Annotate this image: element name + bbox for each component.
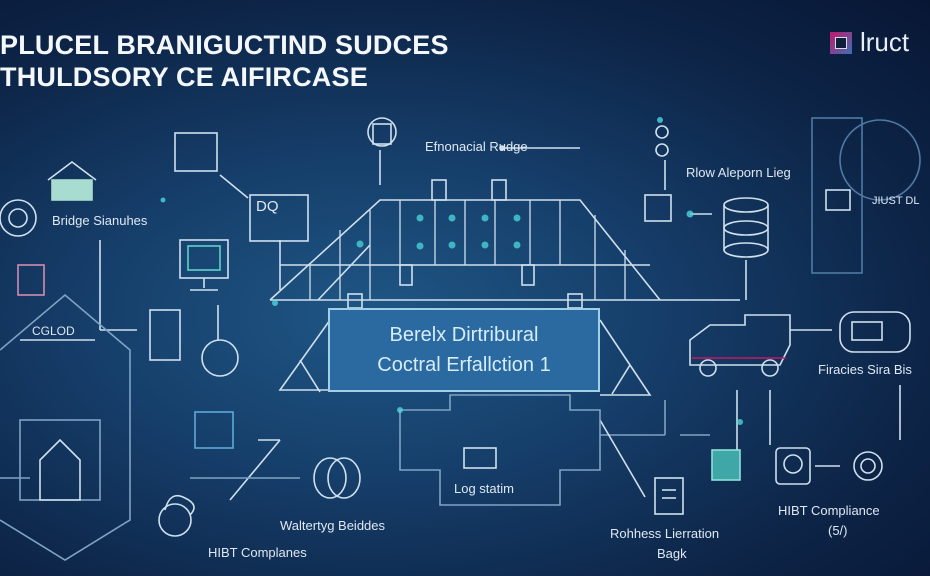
title-line-2: THULDSORY CE AIFIRCASE: [0, 62, 368, 92]
bridge-icon: [269, 179, 661, 396]
label-hibt-compliance-sub: (5/): [828, 523, 848, 538]
logo-mark-icon: [830, 31, 852, 54]
label-dq: DQ: [256, 198, 279, 215]
label-firacies: Firacies Sira Bis: [818, 362, 912, 377]
label-bridge-sianuhes: Bridge Sianuhes: [52, 213, 148, 228]
misc-icons: [0, 117, 921, 537]
label-hibt-compliance: HIBT Compliance: [778, 503, 880, 518]
label-emotional-bridge: Efnonacial Rudge: [425, 139, 528, 154]
label-cglod: CGLOD: [32, 324, 75, 338]
central-line-1: Berelx Dirtribural: [389, 324, 539, 346]
title-line-1: PLUCEL BRANIGUCTIND SUDCES: [0, 30, 449, 60]
central-box: Berelx Dirtribural Coctral Erfallction 1: [328, 308, 600, 392]
label-rlow-aleporn: Rlow Aleporn Lieg: [686, 165, 791, 180]
label-just-dl: JIUST DL: [872, 195, 920, 207]
logo: lruct: [830, 27, 909, 58]
label-rohhess-1: Rohhess Lierration: [610, 526, 720, 541]
label-log-statim: Log statim: [454, 481, 514, 496]
logo-text: lruct: [860, 27, 910, 57]
label-waltertyg: Waltertyg Beiddes: [280, 518, 386, 533]
central-line-2: Coctral Erfallction 1: [377, 354, 551, 376]
label-hibt-complanes: HIBT Complanes: [208, 545, 307, 560]
label-rohhess-2: Bagk: [657, 546, 687, 561]
